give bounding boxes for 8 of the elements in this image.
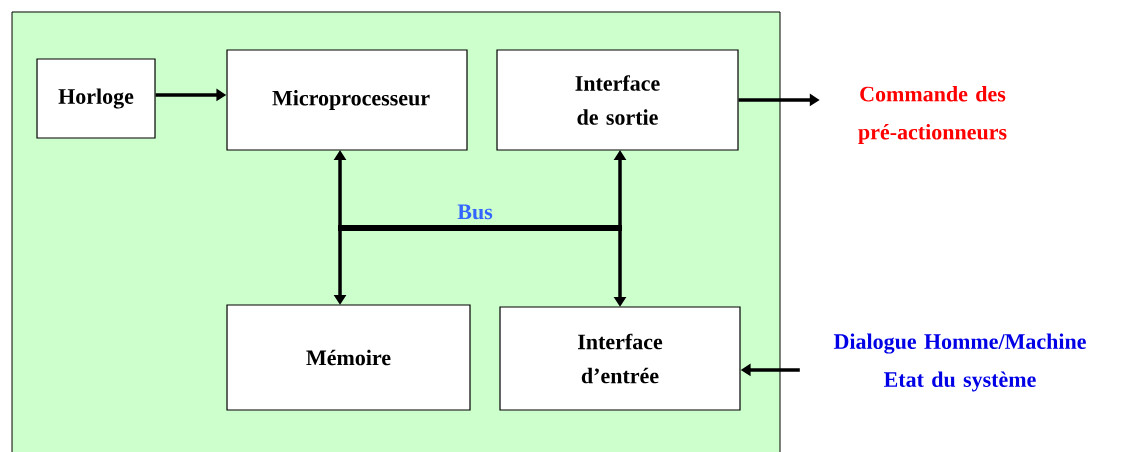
- block-box: Interface d’entrée: [499, 306, 741, 411]
- block-box: Horloge: [36, 58, 156, 139]
- block-box: Microprocesseur: [226, 49, 468, 151]
- input-text: Dialogue Homme/Machine Etat du système: [833, 333, 1086, 392]
- output-text: Commande des pré-actionneurs: [858, 86, 1007, 144]
- bus-line: Bus: [338, 204, 622, 231]
- block-box: Mémoire: [226, 304, 471, 411]
- block-box: Interface de sortie: [496, 49, 739, 151]
